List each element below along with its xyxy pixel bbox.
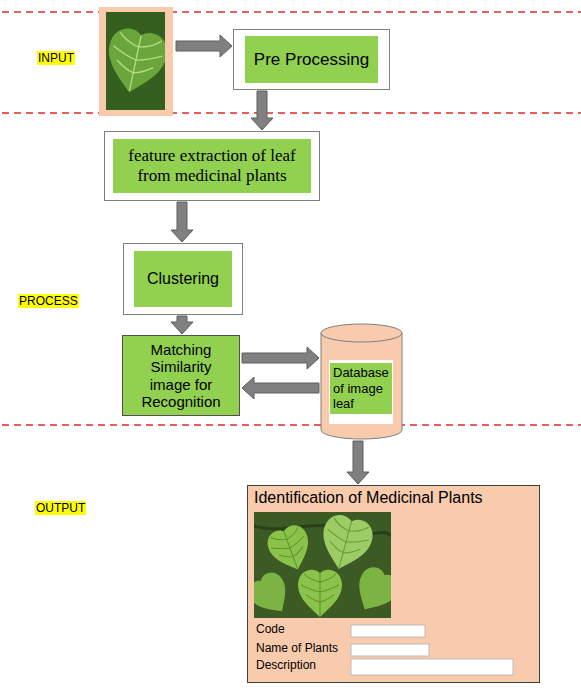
text-field [351,644,429,656]
field-label: Code [256,623,285,636]
stage-label: OUTPUT [35,501,86,515]
process-box: feature extraction of leaf from medicina… [104,131,320,201]
node-text: Clustering [147,270,219,288]
node-text: Database of image leaf [333,365,389,412]
field-label: Description [256,659,316,672]
text-field [351,659,513,675]
field-label: Name of Plants [256,642,338,655]
divider-line [2,112,581,114]
stage-label: INPUT [37,51,75,65]
green-fill: Matching Similarity image for Recognitio… [126,339,236,412]
output-panel: Identification of Medicinal PlantsCodeNa… [247,485,540,683]
process-box: Matching Similarity image for Recognitio… [122,335,240,416]
divider-line [2,11,581,13]
input-leaf-image [99,7,173,116]
node-text: Matching Similarity image for Recognitio… [130,341,232,410]
process-box: Clustering [123,243,243,315]
node-text: Pre Processing [254,50,369,70]
database-node: Database of image leaf [320,323,403,440]
flow-arrow [347,441,369,484]
divider-lines [2,12,581,425]
green-fill: feature extraction of leaf from medicina… [113,139,311,193]
database-label-fill: Database of image leaf [330,363,392,414]
flow-arrow [242,377,319,399]
flow-arrow [176,35,232,57]
flow-arrow [242,347,319,369]
panel-title: Identification of Medicinal Plants [254,489,483,507]
node-text: feature extraction of leaf from medicina… [117,146,307,185]
flow-arrow [171,202,193,242]
process-box: Pre Processing [233,29,390,90]
flow-arrow [171,316,193,334]
divider-line [2,424,581,426]
stage-label: PROCESS [18,294,79,308]
green-fill: Clustering [134,251,232,307]
text-field [351,625,425,637]
green-fill: Pre Processing [245,36,378,83]
flow-arrow [251,91,273,130]
image-frame [99,7,173,116]
